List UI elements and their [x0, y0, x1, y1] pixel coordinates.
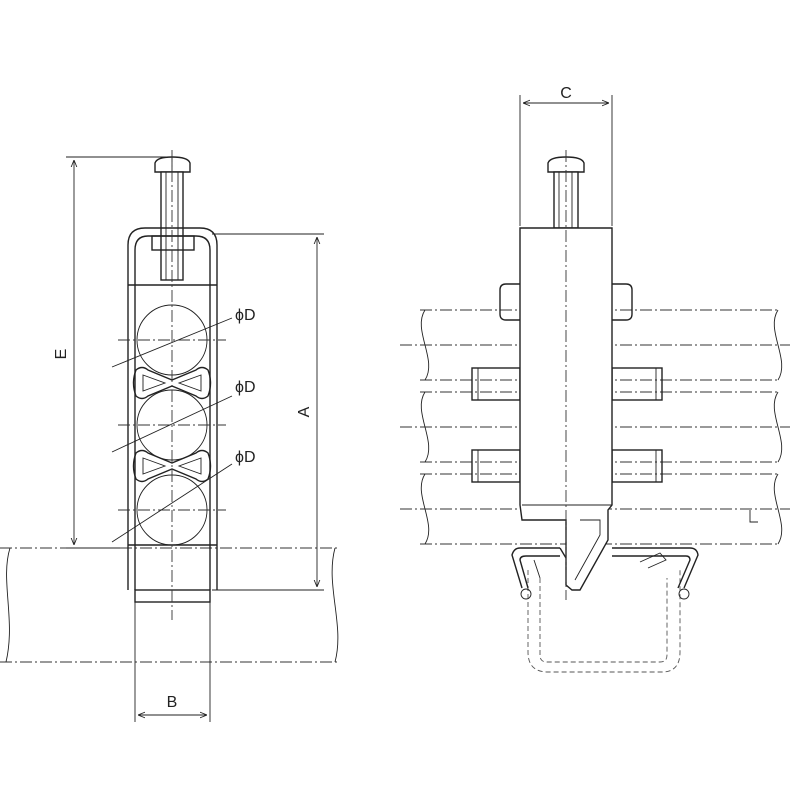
spacer-upper	[132, 366, 212, 400]
rail-clip	[511, 547, 699, 600]
side-body	[519, 227, 613, 591]
dimension-a-label: A	[296, 406, 313, 417]
diameter-leaders	[111, 317, 233, 543]
dimension-e-label: E	[53, 349, 70, 360]
dimension-c-label: C	[560, 85, 572, 102]
dimension-e	[66, 156, 170, 549]
clamp-frame	[127, 227, 218, 603]
phi-d-label-1: ϕD	[235, 307, 256, 324]
channel-phantom	[527, 570, 681, 673]
phi-d-label-3: ϕD	[235, 449, 256, 466]
dimension-a	[212, 233, 324, 591]
screw	[154, 156, 191, 281]
side-view: C	[400, 85, 790, 673]
spacer-lower	[132, 449, 212, 483]
front-view: ϕD ϕD ϕD E A B	[0, 150, 340, 722]
dimension-b	[134, 602, 211, 722]
dimension-c	[519, 95, 613, 226]
phi-d-label-2: ϕD	[235, 379, 256, 396]
section-mark	[749, 510, 758, 523]
dimension-b-label: B	[167, 694, 178, 711]
mounting-rail	[0, 547, 340, 663]
